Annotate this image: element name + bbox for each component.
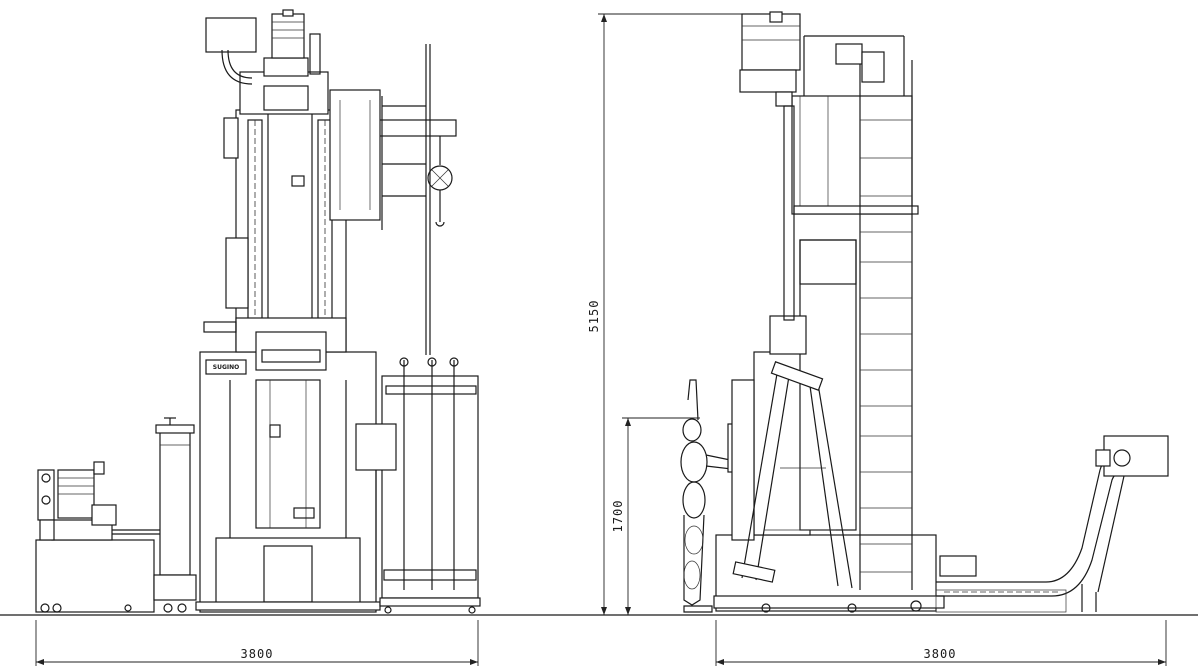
chip-conveyor [935,435,1169,613]
side-view: 5150 1700 [587,11,1169,666]
brand-plate [205,359,247,375]
front-width-dimension [35,620,479,666]
front-width-label: 3800 [241,647,274,661]
front-view: SUGINO [35,9,481,666]
spindle-head [205,9,329,115]
side-width-dimension [715,620,1167,666]
total-height-label: 5150 [587,300,601,333]
total-height-dimension [598,13,760,615]
side-machine-body [713,239,945,613]
hydraulic-unit [35,461,160,613]
side-slide-frame [732,361,853,589]
machine-base: SUGINO [195,351,381,613]
side-spindle-head [739,11,885,321]
operator-height-label: 1700 [611,500,625,533]
cylinder-rack [355,357,481,614]
spindle-column [203,109,347,371]
brand-plate-label: SUGINO [213,364,239,371]
hoist-arm [329,44,457,355]
side-width-label: 3800 [924,647,957,661]
side-ladder-platform [791,35,919,590]
operator-height-dimension [622,417,700,615]
filter-unit [153,417,197,613]
